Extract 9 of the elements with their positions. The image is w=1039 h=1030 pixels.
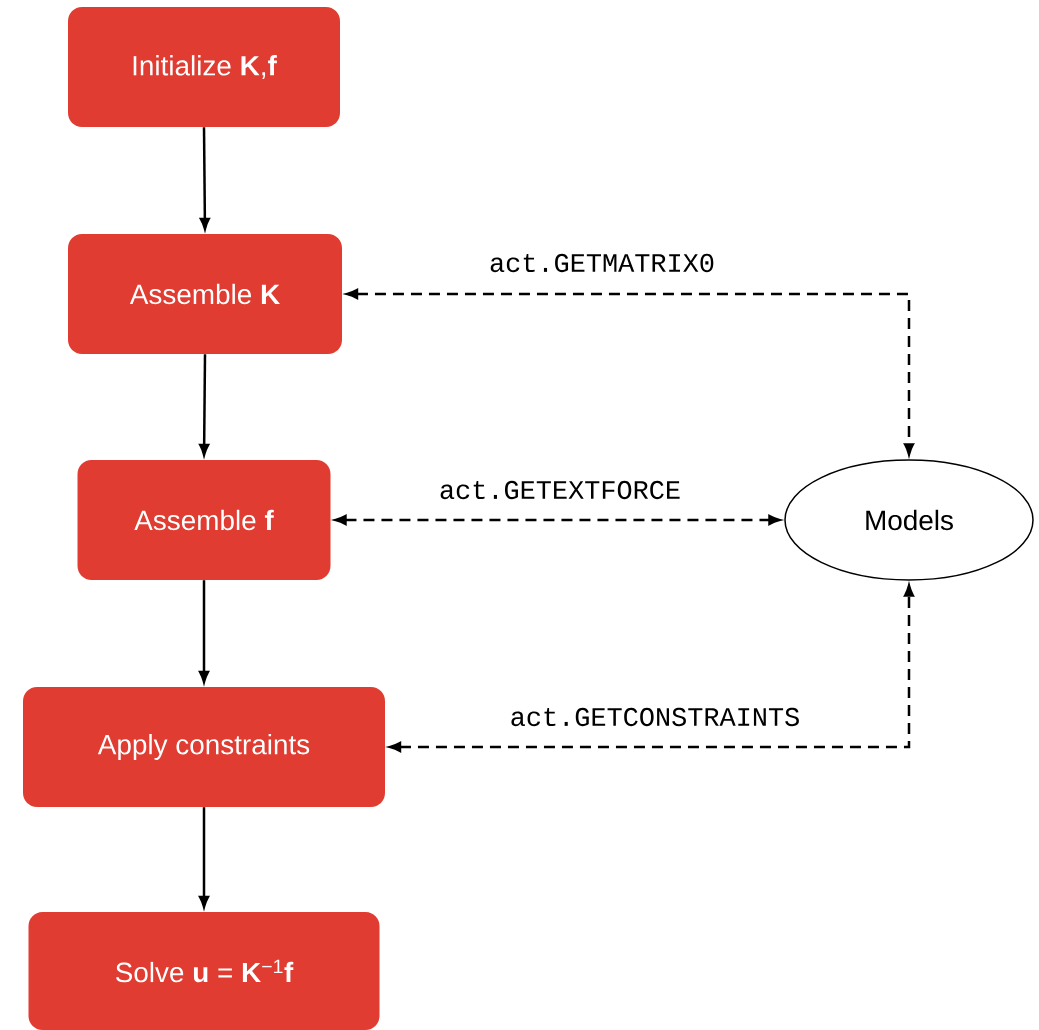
dashed-arrow xyxy=(334,514,781,526)
edge-label: act.GETEXTFORCE xyxy=(440,480,680,500)
process-box: Assemble K xyxy=(68,234,342,354)
edge-label: act.GETMATRIX0 xyxy=(490,253,714,273)
edge-label: act.GETCONSTRAINTS xyxy=(511,707,799,727)
process-box: Assemble f xyxy=(77,460,331,580)
process-box: Apply constraints xyxy=(23,687,385,807)
process-box: Solve u = K$^{−1}$f xyxy=(28,912,380,1030)
process-box: Initialize K,f xyxy=(68,7,340,127)
